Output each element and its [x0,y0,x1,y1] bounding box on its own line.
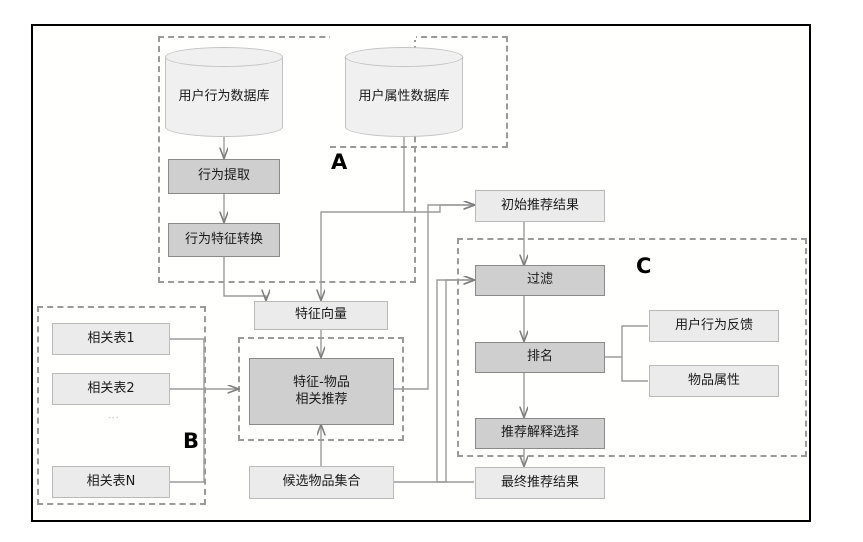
node-relation-table-2[interactable]: 相关表2 [52,373,170,405]
cylinder-body [165,57,283,127]
group-label-b: B [183,429,200,453]
cylinder-user-behavior-db: 用户行为数据库 [165,47,283,137]
node-line-1: 特征-物品 [293,375,350,391]
node-feature-item-recommend[interactable]: 特征-物品 相关推荐 [249,358,394,425]
group-box-a-extension [330,36,508,148]
node-behavior-extract[interactable]: 行为提取 [168,159,280,194]
node-item-attribute[interactable]: 物品属性 [649,365,779,397]
node-filter[interactable]: 过滤 [475,265,605,296]
cylinder-cap [345,47,463,67]
node-feature-vector[interactable]: 特征向量 [254,301,388,330]
node-final-recommend-result[interactable]: 最终推荐结果 [475,467,605,499]
cylinder-body [345,57,463,127]
node-candidate-item-set[interactable]: 候选物品集合 [249,466,394,499]
node-recommend-explanation-select[interactable]: 推荐解释选择 [475,418,605,449]
node-ranking[interactable]: 排名 [475,342,605,373]
ellipsis-icon: ⋮ [107,412,120,423]
cylinder-user-attribute-db: 用户属性数据库 [345,47,463,137]
group-box-a [158,36,416,283]
cylinder-label: 用户行为数据库 [178,89,270,104]
node-line-2: 相关推荐 [295,391,348,407]
group-box-b [37,306,206,505]
group-label-a: A [331,150,348,174]
cylinder-label: 用户属性数据库 [358,89,450,104]
node-user-behavior-feedback[interactable]: 用户行为反馈 [649,310,779,342]
node-relation-table-n[interactable]: 相关表N [52,466,170,498]
group-box-c [457,238,807,457]
group-label-c: C [636,254,652,278]
node-relation-table-1[interactable]: 相关表1 [52,323,170,355]
node-behavior-transform[interactable]: 行为特征转换 [168,223,280,257]
cylinder-cap [165,47,283,67]
group-box-a-divider [330,36,416,40]
node-initial-recommend-result[interactable]: 初始推荐结果 [475,190,605,222]
